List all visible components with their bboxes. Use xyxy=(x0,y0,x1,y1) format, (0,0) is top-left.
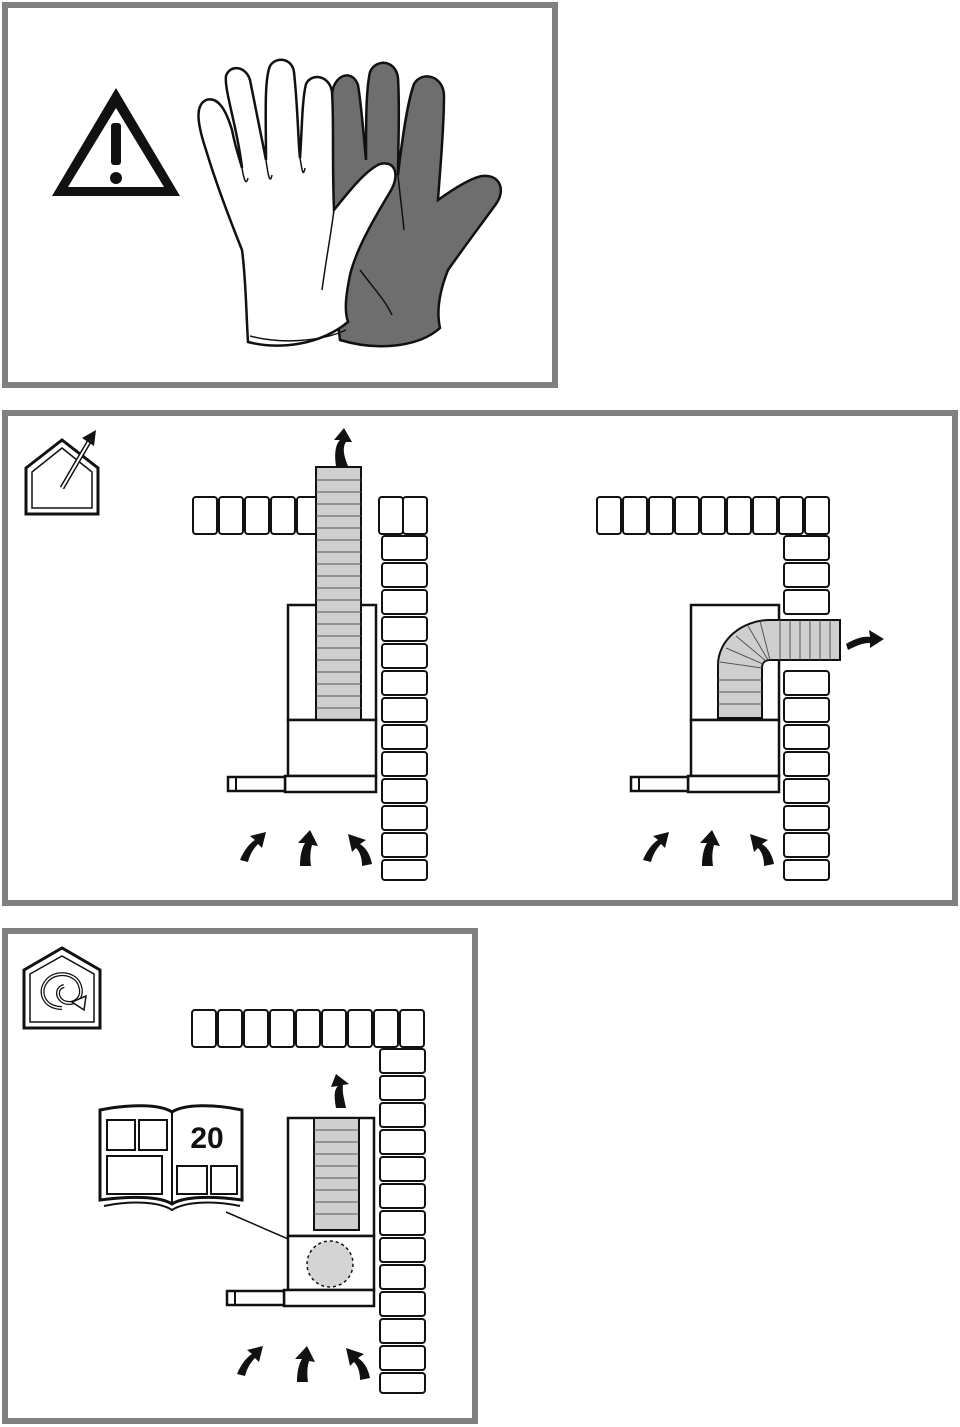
warning-triangle-icon xyxy=(52,88,180,196)
intake-arrows-right xyxy=(643,830,774,866)
safety-panel xyxy=(2,2,558,388)
side-wall-recirc xyxy=(379,1048,426,1394)
hood-visor xyxy=(226,775,287,793)
ceiling-wall xyxy=(192,496,428,535)
manual-page-number: 20 xyxy=(190,1122,223,1155)
ceiling-wall-recirc xyxy=(191,1009,425,1048)
intake-arrows xyxy=(240,830,372,866)
hood-canopy xyxy=(283,774,378,794)
vertical-duct xyxy=(315,466,362,721)
recirculation-panel: 20 xyxy=(2,928,478,1424)
recirc-arrow-up xyxy=(331,1074,349,1108)
hood-canopy-right xyxy=(686,774,781,794)
house-extraction-icon xyxy=(24,430,100,516)
exhaust-arrow-side xyxy=(846,630,884,650)
extraction-panel xyxy=(2,410,958,906)
recirculation-panel-frame xyxy=(2,928,478,1424)
intake-arrows-recirc xyxy=(237,1346,370,1382)
hood-body xyxy=(286,718,378,778)
ceiling-wall-right xyxy=(596,496,830,535)
white-glove-icon xyxy=(197,58,397,347)
carbon-filter xyxy=(306,1240,354,1288)
extraction-vertical-duct-setup xyxy=(192,428,428,881)
side-wall-right xyxy=(783,535,830,881)
house-recirculation-icon xyxy=(22,946,102,1030)
side-wall xyxy=(381,535,428,881)
hood-visor-right xyxy=(629,775,690,793)
recirc-duct xyxy=(313,1117,360,1231)
elbow-duct xyxy=(717,619,841,719)
hood-canopy-recirc xyxy=(282,1288,376,1308)
extraction-elbow-duct-setup xyxy=(596,496,884,881)
hood-body-right xyxy=(689,718,781,778)
extraction-panel-frame xyxy=(2,410,958,906)
safety-panel-frame xyxy=(2,2,558,388)
hood-visor-recirc xyxy=(225,1289,286,1307)
exhaust-arrow-up xyxy=(334,428,352,466)
manual-book-icon: 20 xyxy=(98,1104,244,1212)
